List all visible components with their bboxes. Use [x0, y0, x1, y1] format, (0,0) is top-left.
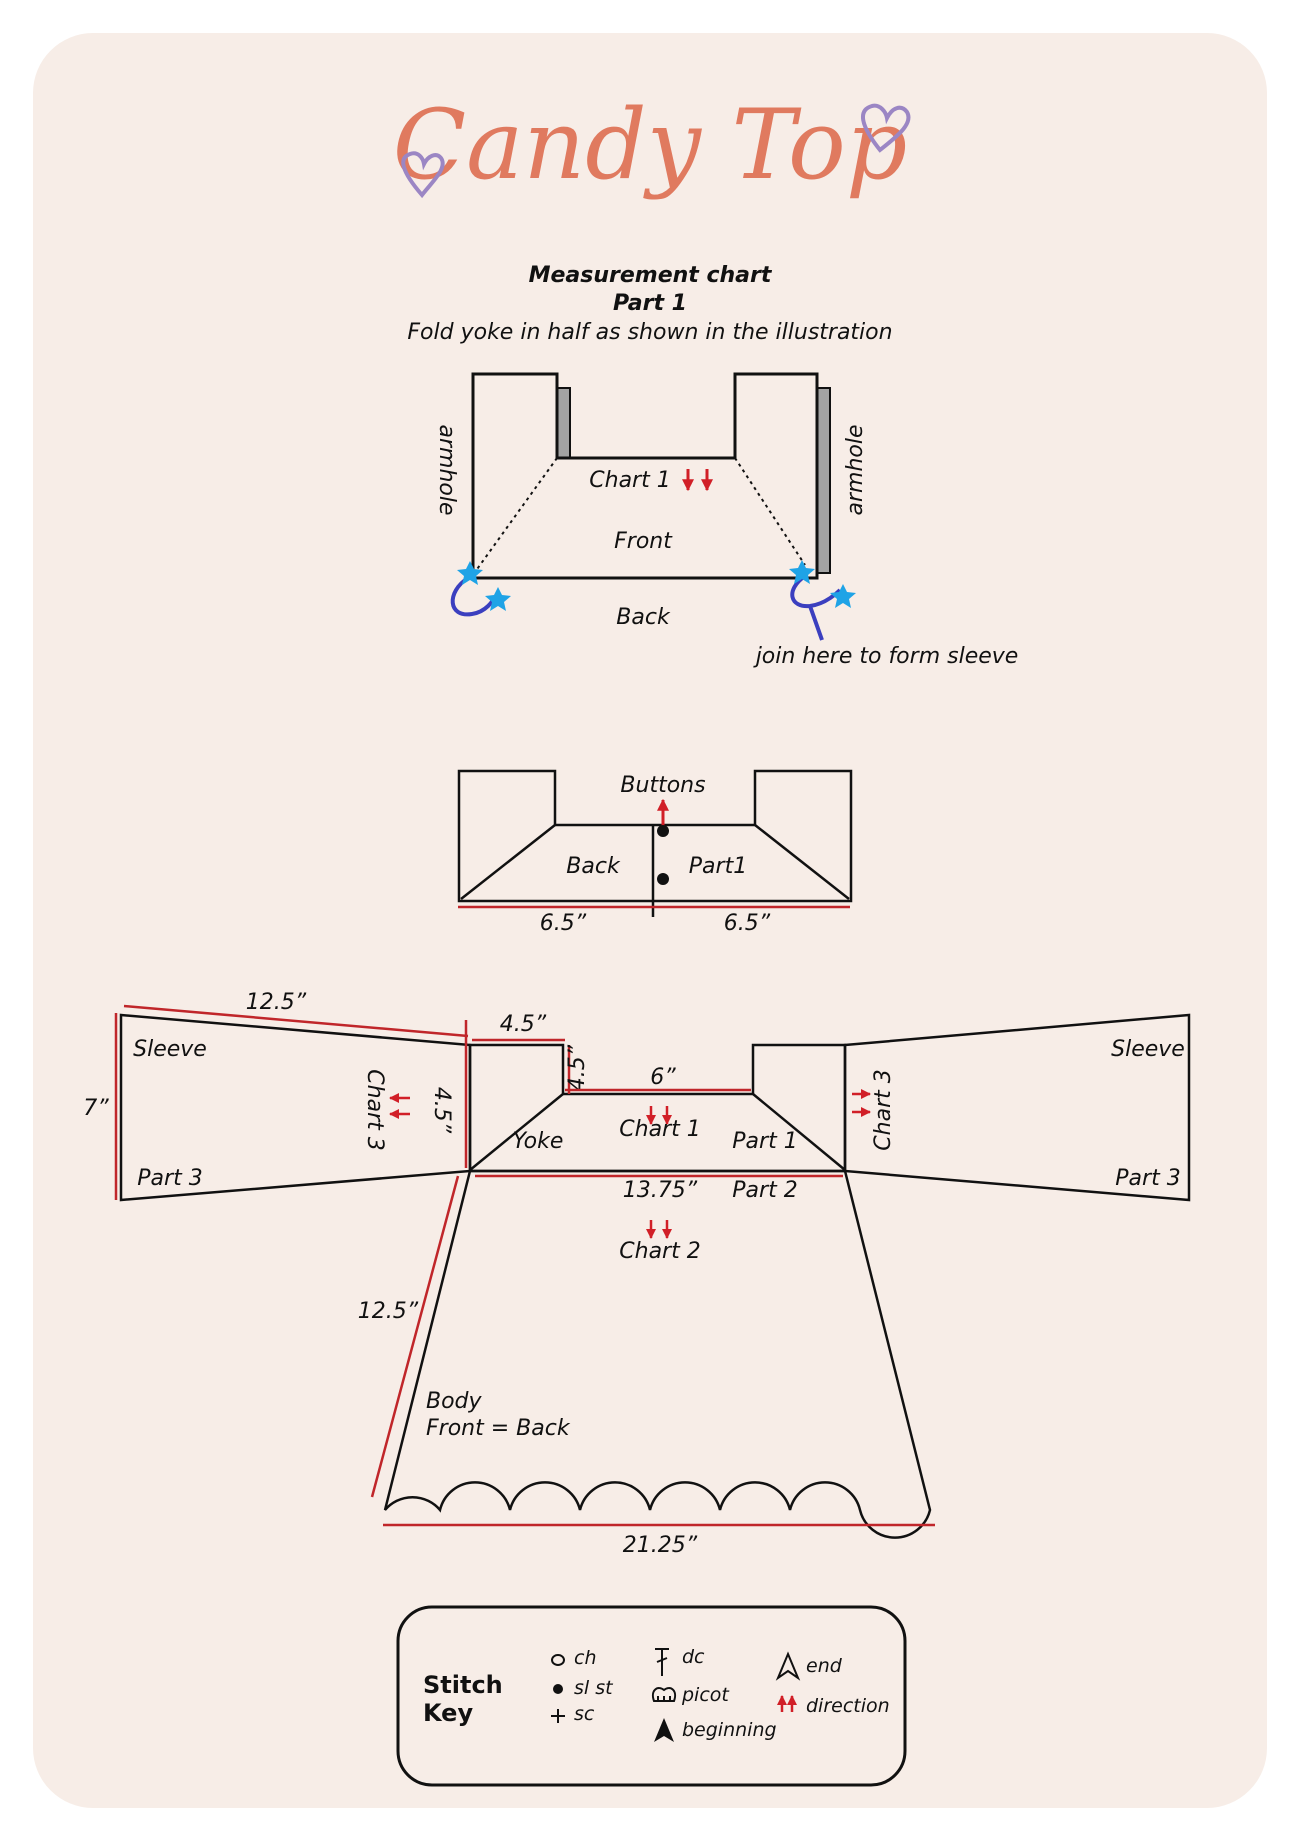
fold-instruction: Fold yoke in half as shown in the illust… [407, 320, 892, 345]
hem-width-measure: 21.25” [623, 1533, 698, 1558]
shoulder-width-measure: 4.5” [500, 1012, 547, 1037]
right-part3-label: Part 3 [1115, 1166, 1180, 1191]
right-sleeve-label: Sleeve [1111, 1037, 1185, 1062]
picot-symbol-icon [652, 1687, 676, 1702]
body-outline [383, 1169, 932, 1539]
body-side-dim-line [370, 1175, 460, 1498]
main-part2-label: Part 2 [732, 1178, 797, 1203]
dc-symbol-icon [655, 1648, 669, 1676]
end-symbol-icon [775, 1651, 801, 1681]
chart2-label: Chart 2 [619, 1239, 700, 1264]
shoulder-height-inner-measure: 4.5” [565, 1044, 590, 1091]
stitch-key-title-2: Key [423, 1699, 473, 1727]
armhole-label-left: armhole [434, 424, 459, 515]
main-part1-label: Part 1 [732, 1129, 797, 1154]
right-chart3-label: Chart 3 [871, 1069, 896, 1150]
buttons-label: Buttons [620, 773, 705, 798]
star-icon [457, 561, 483, 585]
fold-back-label: Back [616, 605, 671, 630]
sleeve-top-measure: 12.5” [246, 990, 307, 1015]
sc-label: sc [574, 1703, 595, 1725]
button-dot [657, 873, 669, 885]
join-note: join here to form sleeve [753, 644, 1019, 669]
part-heading: Part 1 [613, 291, 687, 316]
yoke-back-label: Back [566, 854, 621, 879]
fold-front-label: Front [614, 529, 673, 554]
yoke-diagonal-left [460, 824, 556, 900]
fold-diagram: armhole armhole Chart 1 Front Back join … [434, 372, 1019, 669]
heart-right-icon [861, 103, 911, 153]
front-layer-outline [471, 372, 819, 580]
main-chart1-label: Chart 1 [619, 1117, 700, 1142]
star-icon [789, 560, 815, 584]
neck-width-measure: 6” [650, 1065, 676, 1090]
yoke-diagram: Buttons Back Part1 6.5” 6.5” [457, 769, 853, 936]
yoke-width-left: 6.5” [540, 911, 587, 936]
heart-left-icon [401, 151, 445, 199]
beginning-symbol-icon [654, 1718, 674, 1742]
yoke-bottom-measure: 13.75” [623, 1178, 698, 1203]
end-label: end [806, 1655, 843, 1677]
back-layer-left-strip [556, 387, 571, 459]
armhole-label-right: armhole [843, 424, 868, 515]
beginning-label: beginning [682, 1719, 777, 1741]
chart-heading: Measurement chart [529, 263, 773, 288]
button-dot [657, 825, 669, 837]
fold-line-left [474, 457, 558, 573]
left-chart3-label: Chart 3 [362, 1069, 387, 1150]
sleeve-top-dim-line [123, 1004, 469, 1038]
main-yoke-diagonal-right [752, 1093, 846, 1171]
slst-label: sl st [574, 1677, 614, 1699]
stitch-key-box [396, 1605, 907, 1787]
yoke-diagonal-right [754, 824, 850, 900]
stitch-key: Stitch Key ch sl st sc dc picot beginnin… [396, 1605, 907, 1787]
star-icon [485, 587, 511, 611]
direction-label: direction [806, 1695, 890, 1717]
right-sleeve-outline [843, 1013, 1191, 1202]
picot-label: picot [681, 1684, 730, 1706]
fold-line-right [734, 457, 806, 566]
slst-symbol-icon [553, 1684, 563, 1694]
main-diagram: 12.5” 7” Sleeve Part 3 Chart 3 4.5” 4.5”… [83, 990, 1191, 1558]
page-title: Candy Top [393, 89, 908, 201]
ch-label: ch [574, 1647, 597, 1669]
page-background [33, 33, 1267, 1808]
dc-label: dc [682, 1646, 705, 1668]
left-part3-label: Part 3 [137, 1166, 202, 1191]
join-loop-left [450, 576, 496, 617]
stitch-key-title-1: Stitch [423, 1671, 503, 1699]
body-side-measure: 12.5” [358, 1299, 419, 1324]
yoke-outline [457, 769, 853, 903]
fold-chart1-label: Chart 1 [589, 468, 670, 493]
sc-symbol-icon [551, 1709, 565, 1723]
ch-symbol-icon [551, 1654, 565, 1666]
main-yoke-label: Yoke [513, 1129, 564, 1154]
body-sub-label: Front = Back [426, 1416, 571, 1441]
main-yoke-diagonal-left [469, 1093, 564, 1171]
body-label: Body [426, 1389, 483, 1414]
yoke-width-right: 6.5” [724, 911, 771, 936]
shoulder-height-side-measure: 4.5” [429, 1087, 454, 1134]
left-sleeve-label: Sleeve [133, 1037, 207, 1062]
yoke-part1-label: Part1 [689, 854, 747, 879]
star-icon [830, 584, 856, 608]
sleeve-height-measure: 7” [83, 1096, 109, 1121]
